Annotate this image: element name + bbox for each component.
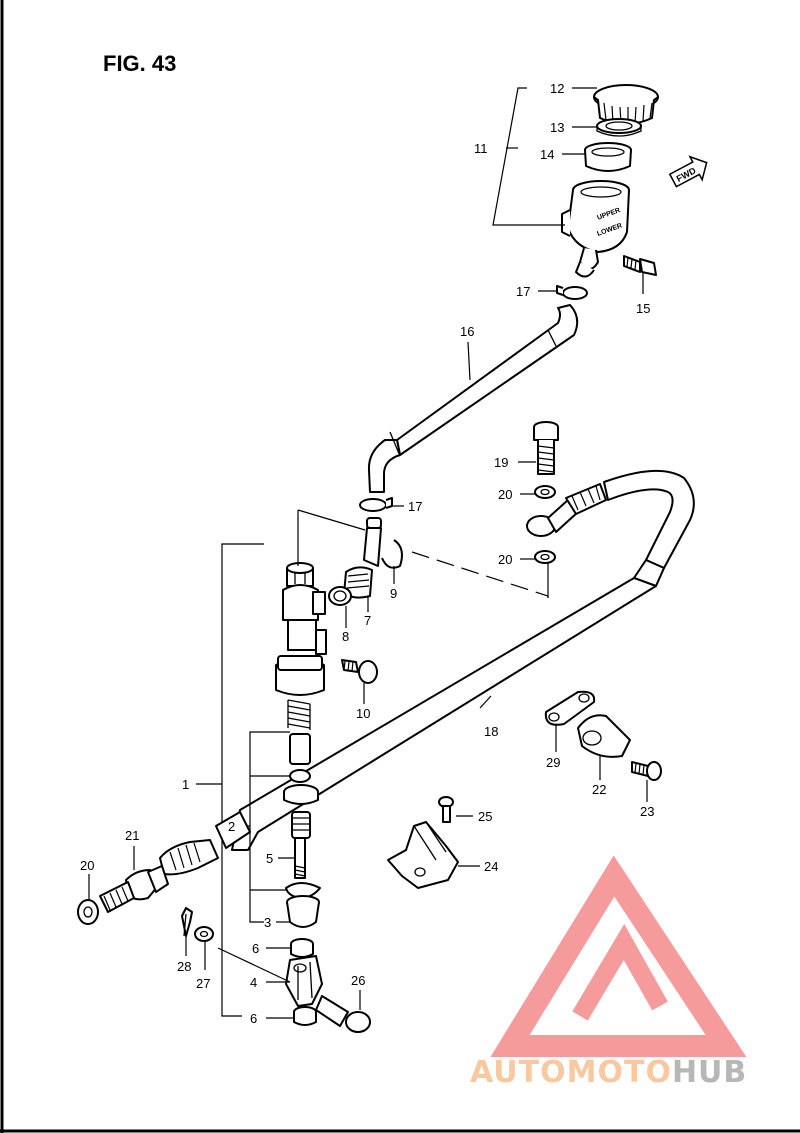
hose-clamp-lower xyxy=(359,497,393,512)
reservoir-bolt xyxy=(623,255,657,276)
lock-nut-lower xyxy=(293,1006,317,1026)
union-bolt xyxy=(533,421,559,475)
hose-guide-plate xyxy=(544,690,596,726)
callout-17-upper: 17 xyxy=(516,284,530,299)
push-rod xyxy=(294,837,306,879)
hose-fitting xyxy=(343,517,382,599)
sealing-washer-joint xyxy=(77,899,99,925)
hose-joint xyxy=(99,811,251,913)
callout-29: 29 xyxy=(546,755,560,770)
callout-bracket-11 xyxy=(492,87,565,226)
lock-nut-upper xyxy=(290,938,314,958)
sealing-washer-upper xyxy=(534,485,556,499)
clevis-pin xyxy=(315,995,371,1033)
callout-24: 24 xyxy=(484,859,498,874)
brake-hose xyxy=(231,469,695,851)
callout-4: 4 xyxy=(250,975,257,990)
callout-20-upper: 20 xyxy=(498,487,512,502)
callout-3: 3 xyxy=(264,915,271,930)
callout-25: 25 xyxy=(478,809,492,824)
leader-16 xyxy=(467,341,471,381)
piston xyxy=(283,784,319,839)
callout-23: 23 xyxy=(640,804,654,819)
figure-title: FIG. 43 xyxy=(103,51,176,76)
watermark-logo xyxy=(490,855,747,1057)
hose-guide-clamp xyxy=(577,714,631,758)
callout-1: 1 xyxy=(182,777,189,792)
hose-guide-screw xyxy=(631,761,662,781)
callout-19: 19 xyxy=(494,455,508,470)
watermark-text: AUTOMOTOHUB xyxy=(470,1055,747,1090)
callout-7: 7 xyxy=(364,613,371,628)
master-cylinder-body xyxy=(275,562,327,696)
plain-washer xyxy=(194,926,214,942)
callout-26: 26 xyxy=(351,973,365,988)
callout-6-upper: 6 xyxy=(252,941,259,956)
hose-clamp-upper xyxy=(556,285,588,300)
callout-2: 2 xyxy=(228,819,235,834)
callout-5: 5 xyxy=(266,851,273,866)
piston-seal xyxy=(289,769,311,783)
mounting-bracket xyxy=(387,821,459,889)
callout-8: 8 xyxy=(342,629,349,644)
callout-18: 18 xyxy=(484,724,498,739)
callout-13: 13 xyxy=(550,120,564,135)
dust-boot xyxy=(286,895,320,928)
reservoir-diaphragm-plate xyxy=(596,118,642,137)
circlip xyxy=(381,539,403,569)
piston-spring xyxy=(287,699,311,730)
callout-9: 9 xyxy=(390,586,397,601)
callout-28: 28 xyxy=(177,959,191,974)
callout-21: 21 xyxy=(125,828,139,843)
callout-20-joint: 20 xyxy=(80,858,94,873)
callout-bracket-2 xyxy=(249,731,290,923)
callout-16: 16 xyxy=(460,324,474,339)
reservoir-hose xyxy=(367,304,579,493)
callout-labels: 12 13 11 14 15 17 16 19 20 17 20 9 7 8 1… xyxy=(80,81,654,1026)
leader-hose-to-fitting xyxy=(297,509,366,531)
o-ring xyxy=(328,586,352,606)
clevis xyxy=(285,955,323,1007)
callout-10: 10 xyxy=(356,706,370,721)
callout-27: 27 xyxy=(196,976,210,991)
cotter-pin xyxy=(181,907,193,937)
sealing-washer-lower xyxy=(534,550,556,564)
forward-arrow-icon: FWD xyxy=(668,155,708,188)
callout-15: 15 xyxy=(636,301,650,316)
callout-6-lower: 6 xyxy=(250,1011,257,1026)
reservoir-tank: UPPER LOWER xyxy=(561,180,630,278)
reservoir-diaphragm xyxy=(584,142,632,172)
circlip-lower xyxy=(285,882,321,899)
callout-11: 11 xyxy=(474,141,488,156)
reservoir-cap xyxy=(593,84,659,125)
callout-12: 12 xyxy=(550,81,564,96)
callout-14: 14 xyxy=(540,147,554,162)
primary-cup xyxy=(289,733,311,765)
bracket-screw xyxy=(438,796,454,823)
callout-20-lower: 20 xyxy=(498,552,512,567)
leader-18 xyxy=(479,695,492,709)
mounting-screw xyxy=(341,659,378,684)
callout-bracket-1 xyxy=(221,543,264,1017)
leader-4-pin xyxy=(217,947,291,983)
callout-17-lower: 17 xyxy=(408,499,422,514)
callout-22: 22 xyxy=(592,782,606,797)
